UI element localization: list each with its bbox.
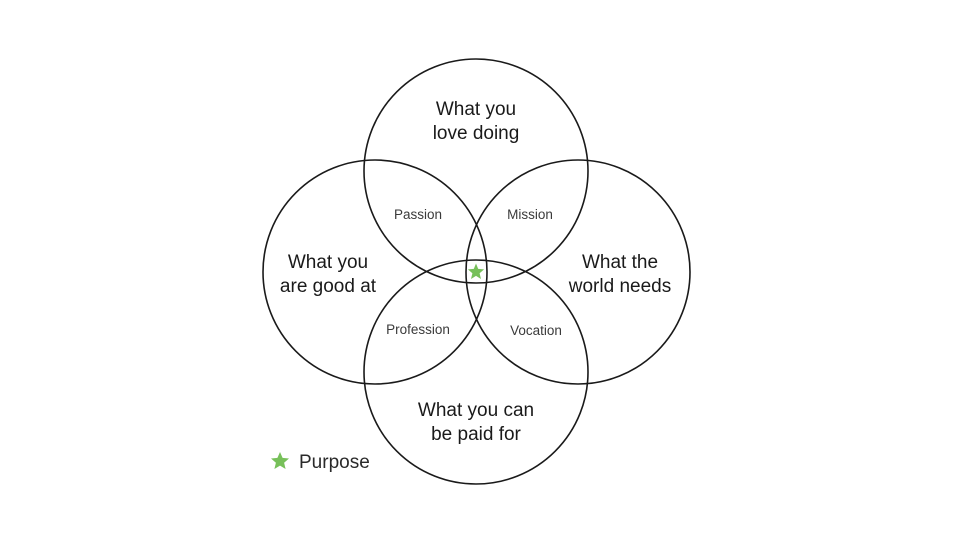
circle-good-at: [262, 159, 488, 385]
circle-bottom-label-line1: What you can: [418, 400, 534, 421]
overlap-vocation-label: Vocation: [510, 323, 562, 338]
circle-left-label-line1: What you: [288, 252, 368, 273]
circle-right-label-line1: What the: [582, 252, 658, 273]
purpose-star-icon: [467, 263, 485, 279]
circle-right-label-line2: world needs: [568, 276, 671, 297]
circle-world-needs: [465, 159, 691, 385]
legend: Purpose: [271, 452, 370, 473]
star-icon: [271, 452, 289, 469]
circle-bottom-label-line2: be paid for: [431, 424, 521, 445]
overlap-mission-label: Mission: [507, 207, 553, 222]
overlap-passion-label: Passion: [394, 207, 442, 222]
overlap-profession-label: Profession: [386, 322, 450, 337]
circle-top-label-line1: What you: [436, 99, 516, 120]
circle-left-label-line2: are good at: [280, 276, 377, 297]
circle-paid-for: [363, 259, 589, 485]
legend-purpose-label: Purpose: [299, 452, 370, 473]
circle-love-doing: [363, 58, 589, 284]
circle-top-label-line2: love doing: [433, 123, 520, 144]
